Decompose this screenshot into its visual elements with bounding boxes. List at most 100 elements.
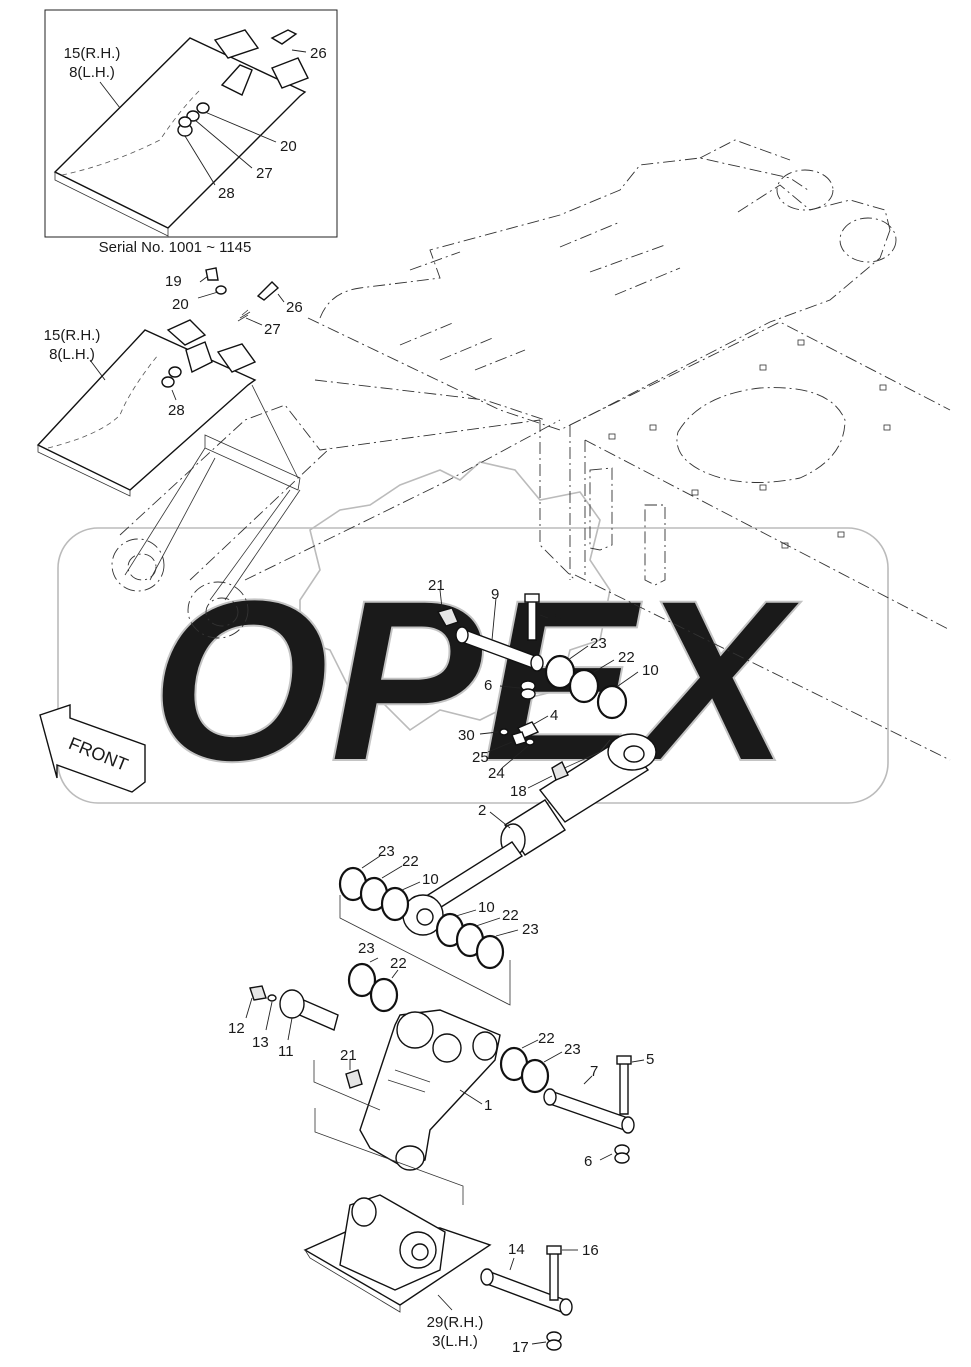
callout-17: 17 (512, 1339, 529, 1356)
callout-25: 25 (472, 749, 489, 766)
shim-23-rod-right (475, 934, 505, 970)
callout-30: 30 (458, 727, 475, 744)
inset-hinge-b (271, 57, 309, 89)
callout-16: 16 (582, 1242, 599, 1259)
watermark-gear (299, 461, 611, 732)
callout-22-upper: 22 (618, 649, 635, 666)
callout-21-lower: 21 (340, 1047, 357, 1064)
bolt-12 (249, 985, 267, 1001)
callout-7: 7 (590, 1063, 598, 1080)
shim-23-link-upper (347, 962, 377, 998)
inset-nut-28b (178, 116, 192, 128)
upper-frame (111, 139, 951, 761)
watermark-text: OPEX (150, 552, 801, 809)
nut-17-b (546, 1339, 562, 1351)
callout-23-link: 23 (358, 940, 375, 957)
step-plate-assembly: 15(R.H.) 8(L.H.) 19 20 26 27 28 (36, 267, 303, 601)
callout-22-link-right: 22 (538, 1030, 555, 1047)
watermark-frame (57, 527, 889, 804)
callout-22-rod-right: 22 (502, 907, 519, 924)
callout-14: 14 (508, 1241, 525, 1258)
inset-callout-28: 28 (218, 185, 235, 202)
inset-label-15-rh: 15(R.H.) (64, 45, 121, 62)
callout-24: 24 (488, 765, 505, 782)
callout-28: 28 (168, 402, 185, 419)
shoe-assembly: 14 16 17 29(R.H.) 3(L.H.) (303, 1194, 599, 1356)
pin-7 (547, 1088, 631, 1134)
callout-21-upper: 21 (428, 577, 445, 594)
callout-10-rod-right: 10 (478, 899, 495, 916)
grease-nipple-21-lower (345, 1069, 363, 1089)
callout-26: 26 (286, 299, 303, 316)
callout-6-lower: 6 (584, 1153, 592, 1170)
callout-20: 20 (172, 296, 189, 313)
watermark-logo: OPEX (57, 461, 889, 810)
shim-10-upper (596, 684, 628, 720)
rod-end-shims: 23 22 10 10 22 23 (338, 843, 539, 1006)
callout-1: 1 (484, 1097, 492, 1114)
o-ring-30 (499, 728, 509, 736)
bolt-19 (205, 267, 219, 281)
link-1 (359, 1009, 501, 1169)
inset-bolt-26 (270, 29, 298, 45)
bolt-16 (549, 1251, 559, 1301)
callout-4: 4 (550, 707, 558, 724)
callout-9: 9 (491, 586, 499, 603)
nut-28-upper (168, 366, 182, 378)
shim-23-upper (544, 654, 576, 690)
callout-5-upper: 5 (553, 610, 561, 627)
bolt-5-lower (619, 1061, 629, 1115)
inset-hinge-a (213, 29, 260, 59)
callout-23-rod-right: 23 (522, 921, 539, 938)
callout-5-lower: 5 (646, 1051, 654, 1068)
bolt-26 (256, 281, 280, 301)
bolt-5-upper (527, 599, 537, 641)
callout-19: 19 (165, 273, 182, 290)
plate-hinge-a (166, 319, 207, 346)
callout-27: 27 (264, 321, 281, 338)
plate-hinge-b (216, 343, 257, 373)
callout-23-upper: 23 (590, 635, 607, 652)
callout-2: 2 (478, 802, 486, 819)
o-ring-24 (525, 738, 535, 746)
hydraulic-cylinder-assembly: 4 30 25 24 18 2 (402, 707, 657, 936)
upper-pin-assembly: 21 9 5 23 22 10 6 (428, 577, 659, 720)
plate-hinge-body (185, 341, 213, 374)
inset-serial-variant: 15(R.H.) 8(L.H.) 26 20 27 28 (44, 9, 338, 238)
front-direction-arrow: FRONT (39, 704, 146, 793)
callout-22-rod-left: 22 (402, 853, 419, 870)
callout-11: 11 (278, 1043, 294, 1060)
label-15-rh: 15(R.H.) (44, 327, 101, 344)
callout-18: 18 (510, 783, 527, 800)
clamp-18 (551, 760, 569, 781)
washer-13 (267, 994, 277, 1002)
label-8-lh: 8(L.H.) (49, 346, 95, 363)
callout-23-rod-left: 23 (378, 843, 395, 860)
step-plate (36, 329, 257, 491)
label-29-rh: 29(R.H.) (427, 1314, 484, 1331)
washer-20 (215, 285, 227, 295)
serial-number-label: Serial No. 1001 ~ 1145 (99, 239, 252, 256)
label-3-lh: 3(L.H.) (432, 1333, 478, 1350)
inset-callout-20: 20 (280, 138, 297, 155)
nut-6-lower-b (614, 1152, 630, 1164)
inset-label-8-lh: 8(L.H.) (69, 64, 115, 81)
inset-washer-20 (196, 102, 210, 114)
inset-callout-26: 26 (310, 45, 327, 62)
callout-23-link-right: 23 (564, 1041, 581, 1058)
link-assembly: 23 22 12 13 11 21 1 22 23 7 5 6 (228, 940, 654, 1205)
callout-10-upper: 10 (642, 662, 659, 679)
spring-27 (237, 309, 251, 322)
shim-22-link-upper (369, 977, 399, 1013)
callout-6-upper: 6 (484, 677, 492, 694)
shim-10-rod-left (380, 886, 410, 922)
callout-13: 13 (252, 1034, 269, 1051)
inset-callout-27: 27 (256, 165, 273, 182)
inset-hinge-bracket (220, 64, 253, 96)
nut-28-lower (161, 376, 175, 388)
shim-22-upper (568, 668, 600, 704)
grease-nipple-21-upper (436, 607, 459, 627)
shim-23-link-right (520, 1058, 550, 1094)
